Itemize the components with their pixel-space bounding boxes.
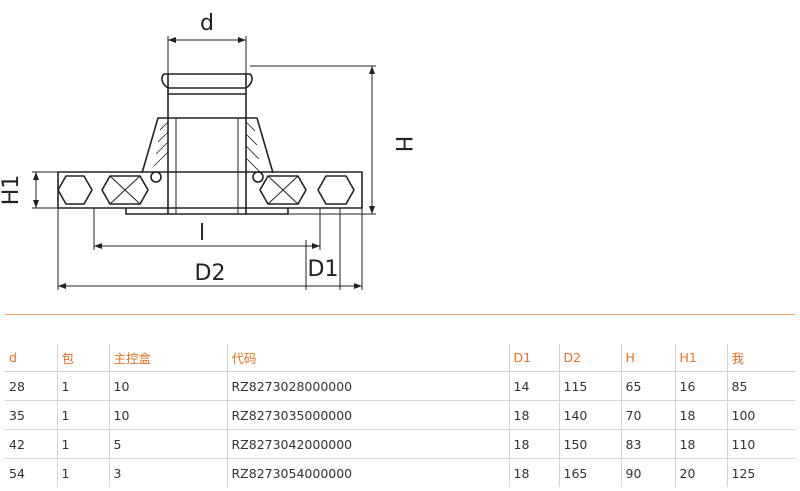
label-D2: D2: [195, 261, 226, 286]
bottom-step: [125, 208, 289, 215]
table-row: 42 1 5 RZ8273042000000 18 150 83 18 110: [5, 429, 795, 459]
table-cell: 20: [674, 458, 727, 487]
label-d: d: [200, 11, 214, 36]
col-header: D1: [508, 344, 559, 372]
label-H: H: [390, 136, 415, 153]
col-header: 主控盒: [108, 344, 227, 372]
pipe-collar: [167, 74, 247, 118]
table-cell: 110: [726, 429, 795, 459]
flange-plate: [57, 171, 363, 209]
table-cell: 100: [726, 400, 795, 430]
table-cell: 10: [108, 400, 227, 430]
table-cell: 70: [620, 400, 675, 430]
hub-body: [141, 117, 274, 174]
table-cell: RZ8273028000000: [226, 371, 509, 401]
seal-ring-right: [252, 171, 264, 183]
col-header: 我: [726, 344, 795, 372]
flange-diagram: d H H1 l D2 D1: [0, 11, 415, 290]
table-cell: 115: [558, 371, 621, 401]
dim-d-line: [167, 36, 247, 74]
table-cell: RZ8273035000000: [226, 400, 509, 430]
table-row: 54 1 3 RZ8273054000000 18 165 90 20 125: [5, 458, 795, 487]
col-header: d: [5, 344, 57, 372]
table-cell: 1: [56, 400, 109, 430]
label-l: l: [199, 221, 205, 246]
inner-bore: [175, 118, 239, 214]
table-cell: 150: [558, 429, 621, 459]
table-cell: RZ8273054000000: [226, 458, 509, 487]
table-cell: 90: [620, 458, 675, 487]
section-right: [259, 175, 355, 205]
section-divider: [5, 314, 795, 315]
label-H1: H1: [0, 175, 24, 206]
table-row: 35 1 10 RZ8273035000000 18 140 70 18 100: [5, 400, 795, 430]
table-cell: 5: [108, 429, 227, 459]
col-header: D2: [558, 344, 621, 372]
table-cell: 1: [56, 429, 109, 459]
table-cell: 54: [9, 465, 25, 481]
table-cell: 65: [620, 371, 675, 401]
table-cell: RZ8273042000000: [226, 429, 509, 459]
table-cell: 83: [620, 429, 675, 459]
section-left: [57, 175, 149, 205]
seal-ring-left: [150, 171, 162, 183]
table-cell: 85: [726, 371, 795, 401]
table-cell: 125: [726, 458, 795, 487]
col-header: 包: [56, 344, 109, 372]
table-cell: 16: [674, 371, 727, 401]
dim-D1-line: [305, 208, 341, 290]
table-cell: 18: [508, 400, 559, 430]
table-cell: 140: [558, 400, 621, 430]
spec-table: d 包 主控盒 代码 D1 D2 H H1 我 28 1 10 RZ827302…: [5, 344, 795, 487]
table-cell: 1: [56, 371, 109, 401]
table-cell: 14: [508, 371, 559, 401]
table-cell: 18: [674, 400, 727, 430]
table-cell: 18: [508, 458, 559, 487]
table-row: 28 1 10 RZ8273028000000 14 115 65 16 85: [5, 371, 795, 401]
table-cell: 18: [508, 429, 559, 459]
dim-l-line: [93, 208, 321, 250]
table-cell: 28: [5, 371, 57, 401]
col-header: H1: [674, 344, 727, 372]
label-D1: D1: [308, 257, 339, 282]
table-cell: 10: [108, 371, 227, 401]
pipe-body: [167, 118, 247, 214]
table-cell: 18: [674, 429, 727, 459]
col-header: H: [620, 344, 675, 372]
col-header: 代码: [226, 344, 509, 372]
table-header-row: d 包 主控盒 代码 D1 D2 H H1 我: [5, 344, 795, 372]
pipe-socket: [161, 73, 253, 89]
table-cell: 165: [558, 458, 621, 487]
table-cell: 42: [5, 429, 57, 459]
table-cell: 35: [5, 400, 57, 430]
table-cell: 1: [56, 458, 109, 487]
table-cell: 3: [108, 458, 227, 487]
dim-H-line: [250, 65, 376, 215]
